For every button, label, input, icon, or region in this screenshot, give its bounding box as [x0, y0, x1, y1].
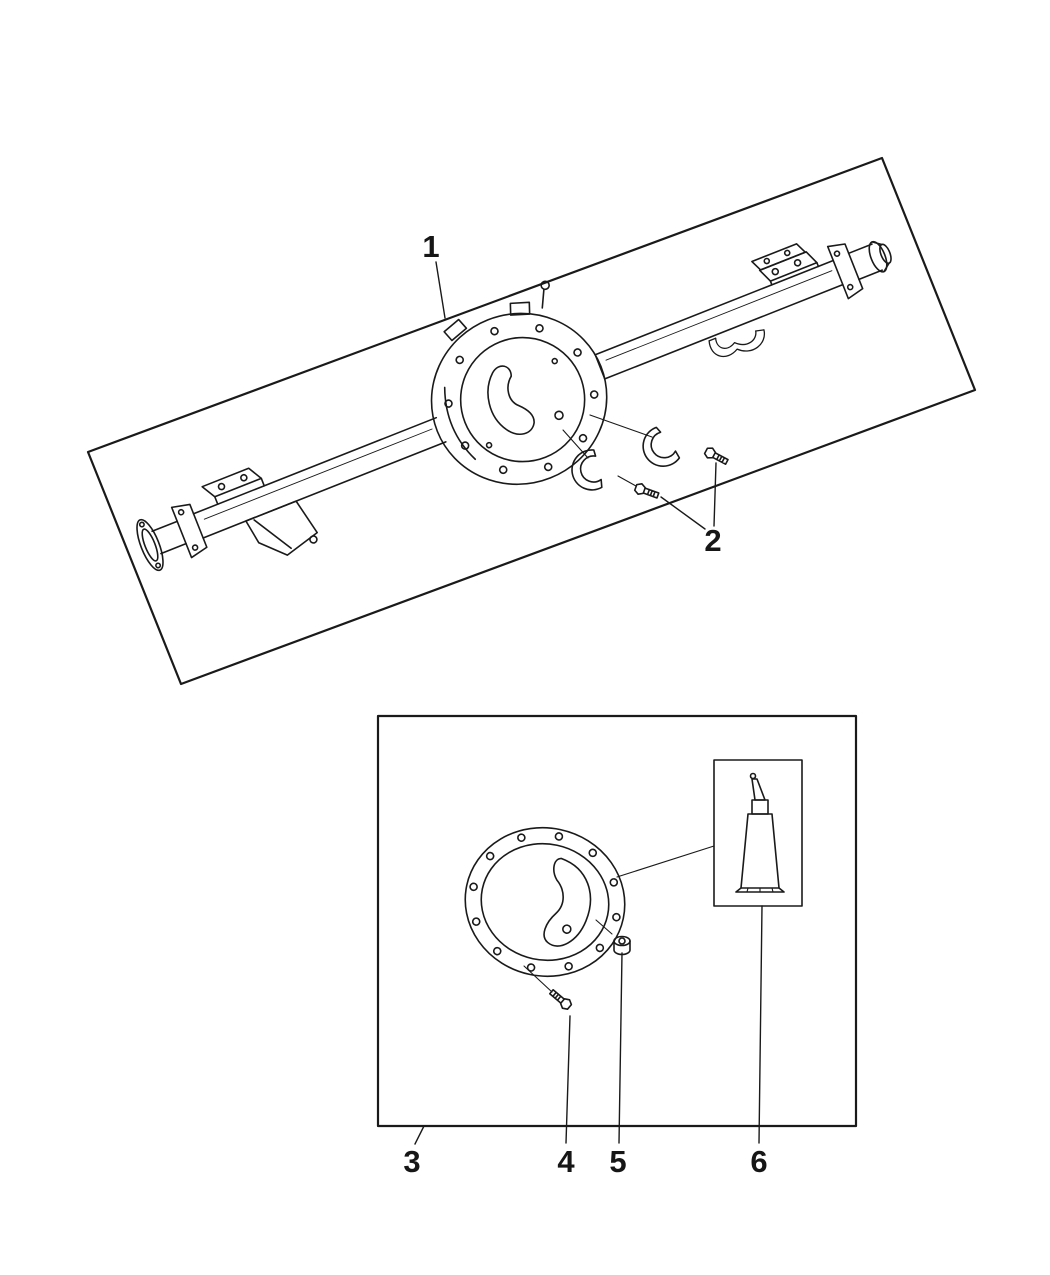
shock-mount-bracket [245, 500, 318, 556]
callout-leader-2b [713, 462, 717, 527]
sealant-tube [735, 772, 785, 893]
assembly-leader-lines [562, 414, 653, 487]
callout-leader-1 [435, 261, 446, 319]
callout-label-5: 5 [609, 1144, 626, 1179]
housing-casting-detail [487, 365, 535, 435]
retainer-clip-right [639, 424, 685, 470]
brake-hose-bracket [708, 329, 766, 358]
cover-emboss-detail [543, 857, 592, 947]
right-spring-perch [751, 243, 820, 286]
upper-panel-frame [86, 156, 977, 686]
right-axle-flange [826, 240, 892, 300]
vent-fitting-cap [540, 280, 550, 291]
callout-label-3: 3 [403, 1144, 420, 1179]
differential-cover [464, 826, 626, 978]
lower-panel-frame [376, 714, 858, 1128]
callout-label-6: 6 [750, 1144, 767, 1179]
callout-leader-4 [565, 1015, 571, 1144]
callout-leader-2a [660, 496, 706, 530]
vent-fitting [541, 289, 545, 309]
differential-housing [430, 280, 608, 486]
callout-leader-lines [414, 261, 763, 1145]
fill-plug [613, 935, 631, 956]
axle-housing-assembly [136, 240, 892, 572]
left-axle-flange [136, 503, 208, 572]
sealant-callout-box [713, 759, 803, 907]
left-spring-perch [201, 467, 266, 505]
callout-leader-6 [758, 905, 763, 1144]
left-axle-tube [192, 416, 447, 539]
right-axle-tube [594, 259, 844, 380]
callout-label-1: 1 [422, 229, 439, 264]
retainer-clip-left [563, 443, 618, 498]
callout-leader-3 [414, 1125, 425, 1145]
lower-assembly-leaders [523, 845, 715, 993]
callout-label-4: 4 [557, 1144, 575, 1179]
callout-leader-5 [618, 952, 623, 1144]
retainer-bolt-left [633, 481, 661, 502]
callout-label-2: 2 [704, 523, 721, 558]
sealant-nozzle [751, 778, 766, 801]
